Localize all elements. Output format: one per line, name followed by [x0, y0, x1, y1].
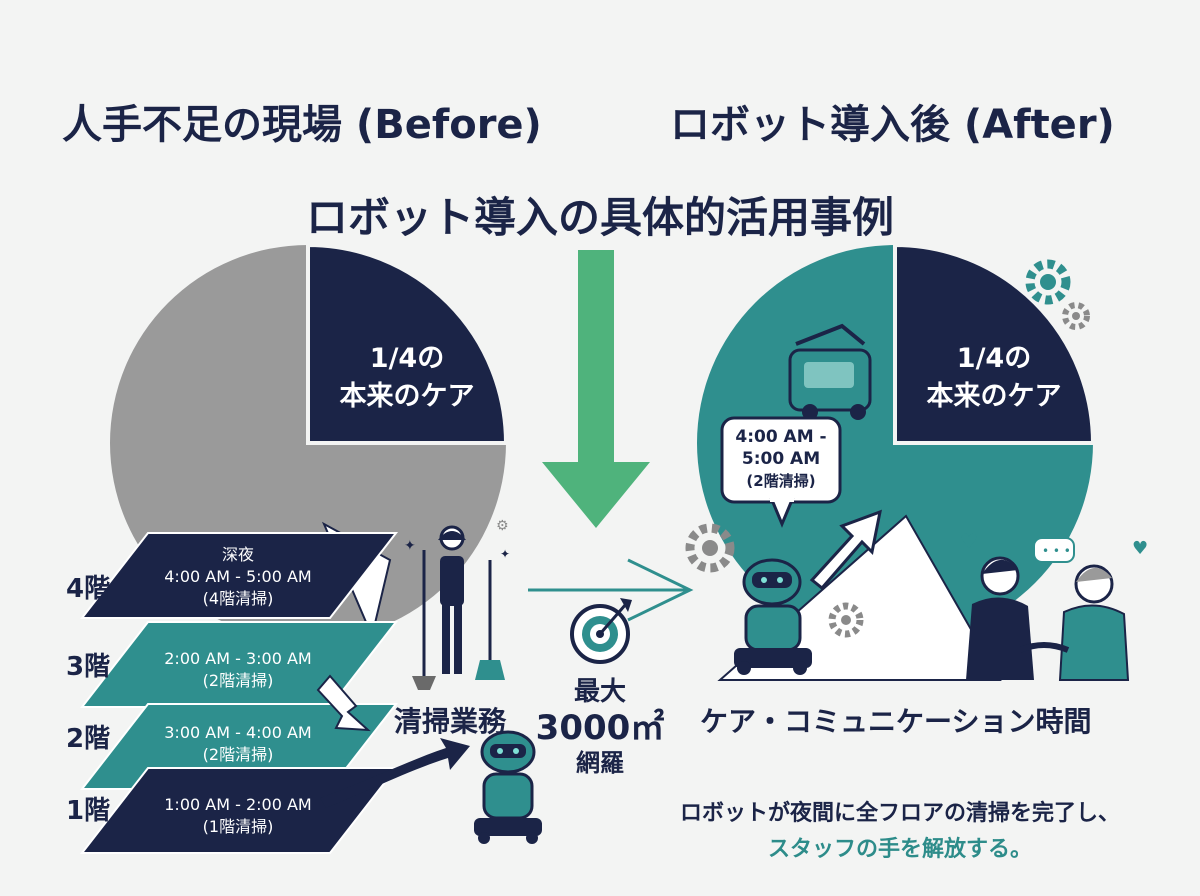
speech-bubble-icon: [1033, 537, 1075, 563]
to-robot-arrow-icon: [320, 738, 470, 808]
heart-icon: ♥: [960, 529, 978, 553]
heading-after: ロボット導入後 (After): [670, 102, 1115, 148]
floor-2-schedule: 3:00 AM - 4:00 AM (2階清掃): [148, 722, 328, 766]
conclusion-text: ロボットが夜間に全フロアの清掃を完了し、 スタッフの手を解放する。: [640, 796, 1160, 868]
floor-1-schedule: 1:00 AM - 2:00 AM (1階清掃): [148, 794, 328, 838]
floor-2-line1: 3:00 AM - 4:00 AM: [164, 723, 312, 742]
up-right-arrow-icon: [809, 509, 882, 591]
floor-3-schedule: 2:00 AM - 3:00 AM (2階清掃): [148, 648, 328, 692]
coverage-block: 最大 3000㎡ 網羅: [530, 676, 670, 778]
floor-label-2: 2階: [66, 724, 111, 754]
floor-4-line3: (4階清掃): [202, 589, 274, 608]
floor-1-line1: 1:00 AM - 2:00 AM: [164, 795, 312, 814]
after-wedge-label: 1/4の 本来のケア: [898, 340, 1090, 416]
coverage-line1: 最大: [573, 677, 626, 707]
floor-slabs: [79, 532, 399, 854]
after-wedge-line2: 本来のケア: [926, 381, 1062, 412]
floor-4-schedule: 深夜 4:00 AM - 5:00 AM (4階清掃): [148, 544, 328, 610]
cleaning-task-label: 清掃業務: [394, 705, 507, 738]
conclusion-line2: スタッフの手を解放する。: [767, 837, 1032, 862]
gear-icon: [1025, 259, 1090, 330]
cleaning-robot-icon: [788, 323, 872, 420]
cleaning-staff-icon: ✦ ✦ ⚙: [404, 518, 510, 690]
floor-4-line2: 4:00 AM - 5:00 AM: [164, 567, 312, 586]
time-bubble-text: 4:00 AM - 5:00 AM (2階清掃): [722, 426, 840, 492]
transition-arrow-icon: [528, 558, 694, 622]
floor-4-line1: 深夜: [221, 545, 254, 564]
floor-3-line2: (2階清掃): [202, 671, 274, 690]
down-step-arrow-icon: [316, 674, 371, 732]
floor-label-3: 3階: [66, 652, 111, 682]
floor-3-line1: 2:00 AM - 3:00 AM: [164, 649, 312, 668]
svg-text:✦: ✦: [500, 547, 510, 561]
heading-before: 人手不足の現場 (Before): [62, 102, 542, 148]
conclusion-line1: ロボットが夜間に全フロアの清掃を完了し、: [679, 801, 1120, 826]
robot-gears-icon: [685, 523, 864, 638]
before-pie-quarter-slice: [306, 242, 509, 445]
floor-1-line2: (1階清掃): [202, 817, 274, 836]
after-robot-icon: [734, 558, 812, 675]
coverage-line3: 網羅: [576, 749, 624, 777]
robot-icon: [474, 730, 542, 844]
sparkle-icon: ✦: [404, 538, 416, 554]
floor-slab-1: [79, 767, 399, 854]
bubble-line1: 4:00 AM -: [735, 427, 827, 447]
main-title: ロボット導入の具体的活用事例: [305, 193, 894, 242]
after-wedge-line1: 1/4の: [956, 343, 1032, 374]
bubble-line2: 5:00 AM: [741, 449, 821, 469]
down-arrow-icon: [542, 250, 650, 528]
care-staff-and-elder-icon: ♥ ♥ • • •: [960, 529, 1148, 681]
before-wedge-label: 1/4の 本来のケア: [312, 340, 502, 416]
bubble-line3: (2階清掃): [746, 472, 816, 490]
time-bubble: [720, 416, 842, 528]
floor-label-1: 1階: [66, 796, 111, 826]
svg-text:♥: ♥: [1132, 538, 1148, 559]
after-pie-quarter-slice: [893, 242, 1096, 445]
floor-slab-4: [79, 532, 399, 619]
floor-2-line2: (2階清掃): [202, 745, 274, 764]
before-wedge-line2: 本来のケア: [339, 381, 475, 412]
svg-text:⚙: ⚙: [496, 518, 509, 534]
svg-text:• • •: • • •: [1042, 544, 1071, 558]
target-icon: [570, 598, 632, 664]
care-time-label: ケア・コミュニケーション時間: [700, 705, 1092, 738]
coverage-line2: 3000㎡: [535, 708, 665, 748]
floor-label-4: 4階: [66, 574, 111, 604]
before-wedge-line1: 1/4の: [369, 343, 445, 374]
